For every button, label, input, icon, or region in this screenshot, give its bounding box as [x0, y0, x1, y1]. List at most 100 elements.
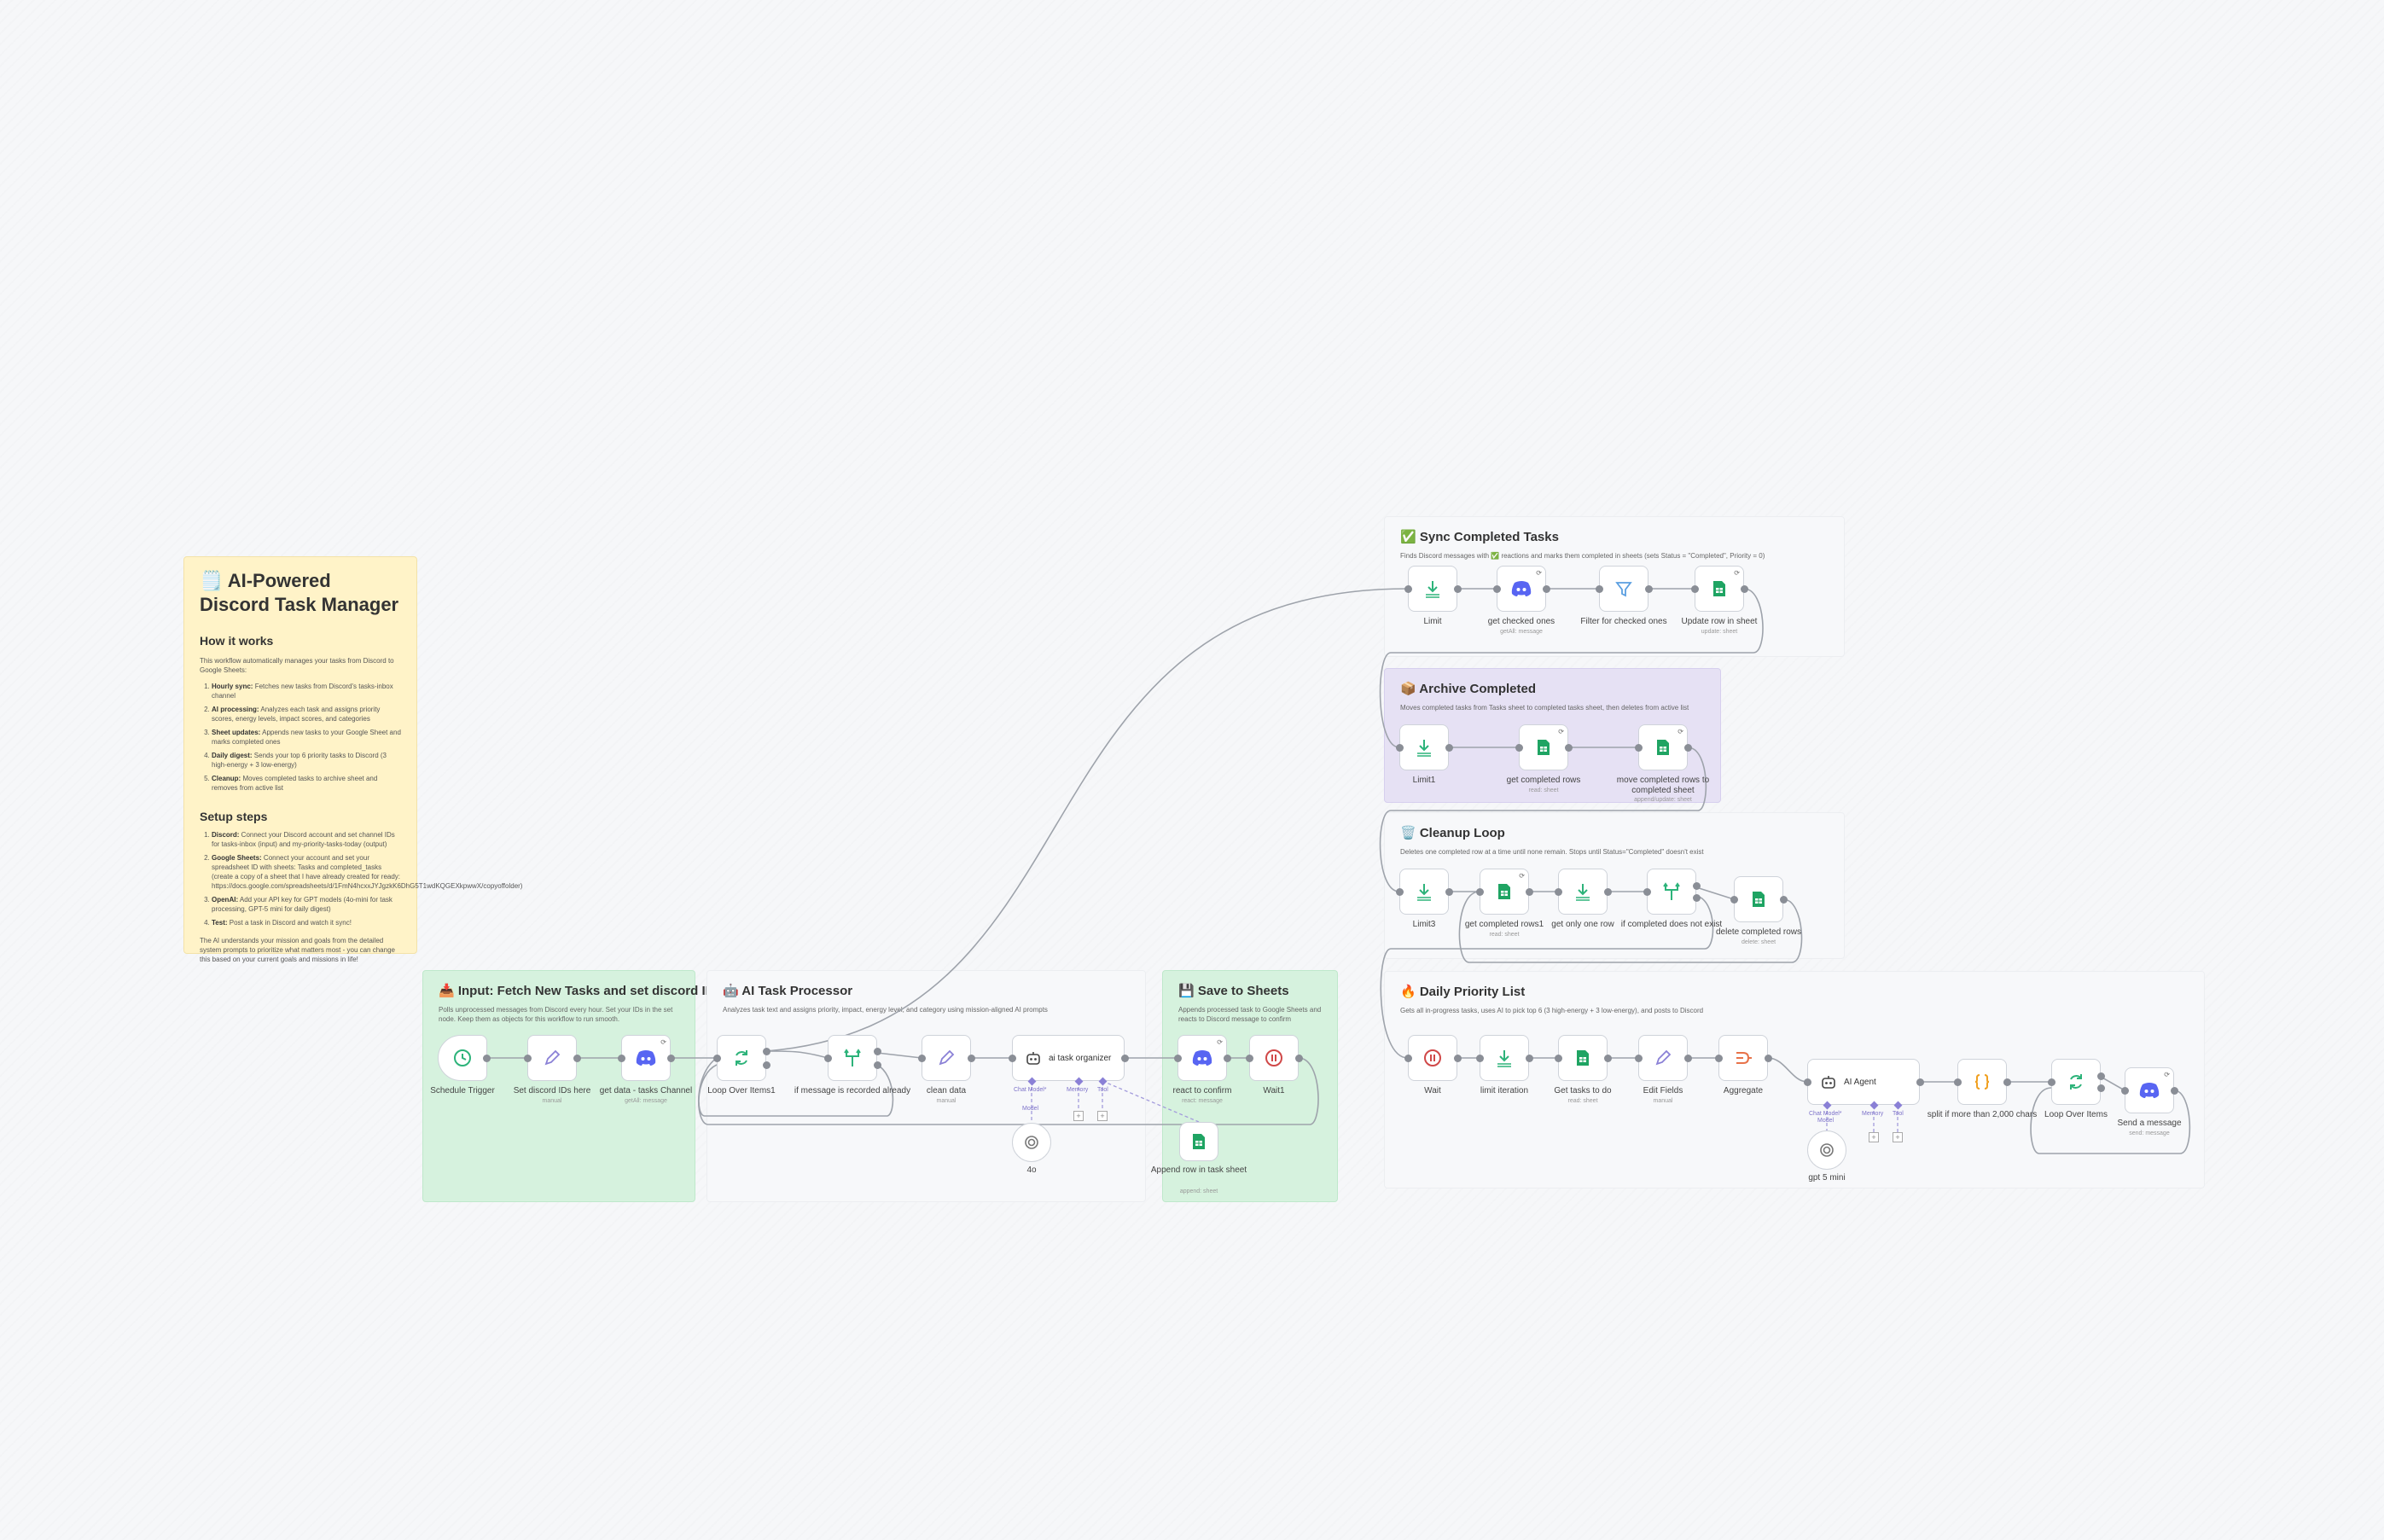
node-delete-completed-rows[interactable] — [1734, 876, 1783, 922]
node-set-discord-ids[interactable] — [527, 1035, 577, 1081]
node-schedule-trigger[interactable] — [438, 1035, 487, 1081]
output-port[interactable] — [1684, 744, 1692, 752]
input-port[interactable] — [1174, 1055, 1182, 1062]
output-port[interactable] — [874, 1048, 881, 1055]
node-model-4o[interactable] — [1012, 1123, 1051, 1162]
output-port[interactable] — [1543, 585, 1550, 593]
output-port[interactable] — [1684, 1055, 1692, 1062]
output-port[interactable] — [763, 1048, 770, 1055]
node-loop-over-items1[interactable] — [717, 1035, 766, 1081]
node-limit[interactable] — [1408, 566, 1457, 612]
input-port[interactable] — [1246, 1055, 1253, 1062]
output-port[interactable] — [1295, 1055, 1303, 1062]
output-port[interactable] — [573, 1055, 581, 1062]
input-port[interactable] — [1396, 744, 1404, 752]
output-port[interactable] — [1693, 882, 1701, 890]
group-input[interactable]: 📥 Input: Fetch New Tasks and set discord… — [422, 970, 722, 1202]
node-loop-over-items[interactable] — [2051, 1059, 2101, 1105]
add-tool-button[interactable]: + — [1097, 1111, 1108, 1121]
input-port[interactable] — [1715, 1055, 1723, 1062]
node-if-message-recorded[interactable] — [828, 1035, 877, 1081]
input-port[interactable] — [1643, 888, 1651, 896]
node-append-row[interactable] — [1179, 1122, 1218, 1161]
input-port[interactable] — [1635, 1055, 1643, 1062]
node-wait1[interactable] — [1249, 1035, 1299, 1081]
node-get-completed-rows[interactable]: ⟳ — [1519, 724, 1568, 770]
node-limit1[interactable] — [1399, 724, 1449, 770]
node-if-completed-not-exist[interactable] — [1647, 869, 1696, 915]
output-port[interactable] — [1454, 585, 1462, 593]
node-edit-fields[interactable] — [1638, 1035, 1688, 1081]
input-port[interactable] — [2121, 1087, 2129, 1095]
node-aggregate[interactable] — [1718, 1035, 1768, 1081]
input-port[interactable] — [1404, 1055, 1412, 1062]
input-port[interactable] — [918, 1055, 926, 1062]
input-port[interactable] — [1515, 744, 1523, 752]
node-ai-task-organizer[interactable]: ai task organizer — [1012, 1035, 1125, 1081]
output-port[interactable] — [1121, 1055, 1129, 1062]
output-port[interactable] — [1916, 1078, 1924, 1086]
node-gpt-5-mini[interactable] — [1807, 1130, 1846, 1170]
node-wait[interactable] — [1408, 1035, 1457, 1081]
output-port[interactable] — [1780, 896, 1788, 904]
input-port[interactable] — [1635, 744, 1643, 752]
output-port[interactable] — [1604, 1055, 1612, 1062]
output-port[interactable] — [968, 1055, 975, 1062]
output-port[interactable] — [2171, 1087, 2178, 1095]
add-memory-button[interactable]: + — [1869, 1132, 1879, 1142]
output-port[interactable] — [1445, 888, 1453, 896]
add-tool-button[interactable]: + — [1893, 1132, 1903, 1142]
node-move-completed-rows[interactable]: ⟳ — [1638, 724, 1688, 770]
input-port[interactable] — [2048, 1078, 2055, 1086]
node-send-a-message[interactable]: ⟳ — [2125, 1067, 2174, 1113]
output-port[interactable] — [763, 1061, 770, 1069]
main-sticky-note[interactable]: 🗒️ AI-Powered Discord Task Manager How i… — [183, 556, 522, 963]
node-get-completed-rows1[interactable]: ⟳ — [1480, 869, 1529, 915]
input-port[interactable] — [1404, 585, 1412, 593]
output-port[interactable] — [1765, 1055, 1772, 1062]
output-port[interactable] — [1454, 1055, 1462, 1062]
add-memory-button[interactable]: + — [1073, 1111, 1084, 1121]
input-port[interactable] — [1691, 585, 1699, 593]
node-ai-agent[interactable]: AI Agent — [1807, 1059, 1920, 1105]
output-port[interactable] — [1604, 888, 1612, 896]
node-update-row[interactable]: ⟳ — [1695, 566, 1744, 612]
input-port[interactable] — [824, 1055, 832, 1062]
input-port[interactable] — [1396, 888, 1404, 896]
node-filter-checked[interactable] — [1599, 566, 1648, 612]
output-port[interactable] — [1565, 744, 1573, 752]
output-port[interactable] — [1526, 888, 1533, 896]
output-port[interactable] — [483, 1055, 491, 1062]
input-port[interactable] — [713, 1055, 721, 1062]
node-get-checked-ones[interactable]: ⟳ — [1497, 566, 1546, 612]
input-port[interactable] — [618, 1055, 625, 1062]
input-port[interactable] — [1476, 888, 1484, 896]
input-port[interactable] — [1555, 1055, 1562, 1062]
input-port[interactable] — [1596, 585, 1603, 593]
output-port[interactable] — [1645, 585, 1653, 593]
node-react-to-confirm[interactable]: ⟳ — [1177, 1035, 1227, 1081]
output-port[interactable] — [1445, 744, 1453, 752]
node-clean-data[interactable] — [922, 1035, 971, 1081]
node-limit3[interactable] — [1399, 869, 1449, 915]
output-port[interactable] — [1693, 894, 1701, 902]
input-port[interactable] — [1730, 896, 1738, 904]
input-port[interactable] — [1954, 1078, 1962, 1086]
input-port[interactable] — [1804, 1078, 1811, 1086]
input-port[interactable] — [1555, 888, 1562, 896]
output-port[interactable] — [667, 1055, 675, 1062]
output-port[interactable] — [2097, 1084, 2105, 1092]
input-port[interactable] — [1476, 1055, 1484, 1062]
output-port[interactable] — [1224, 1055, 1231, 1062]
input-port[interactable] — [524, 1055, 532, 1062]
node-get-tasks-to-do[interactable] — [1558, 1035, 1608, 1081]
output-port[interactable] — [1526, 1055, 1533, 1062]
output-port[interactable] — [1741, 585, 1748, 593]
node-limit-iteration[interactable] — [1480, 1035, 1529, 1081]
input-port[interactable] — [1493, 585, 1501, 593]
output-port[interactable] — [2097, 1072, 2105, 1080]
node-split-chars[interactable] — [1957, 1059, 2007, 1105]
output-port[interactable] — [2003, 1078, 2011, 1086]
node-get-only-one-row[interactable] — [1558, 869, 1608, 915]
